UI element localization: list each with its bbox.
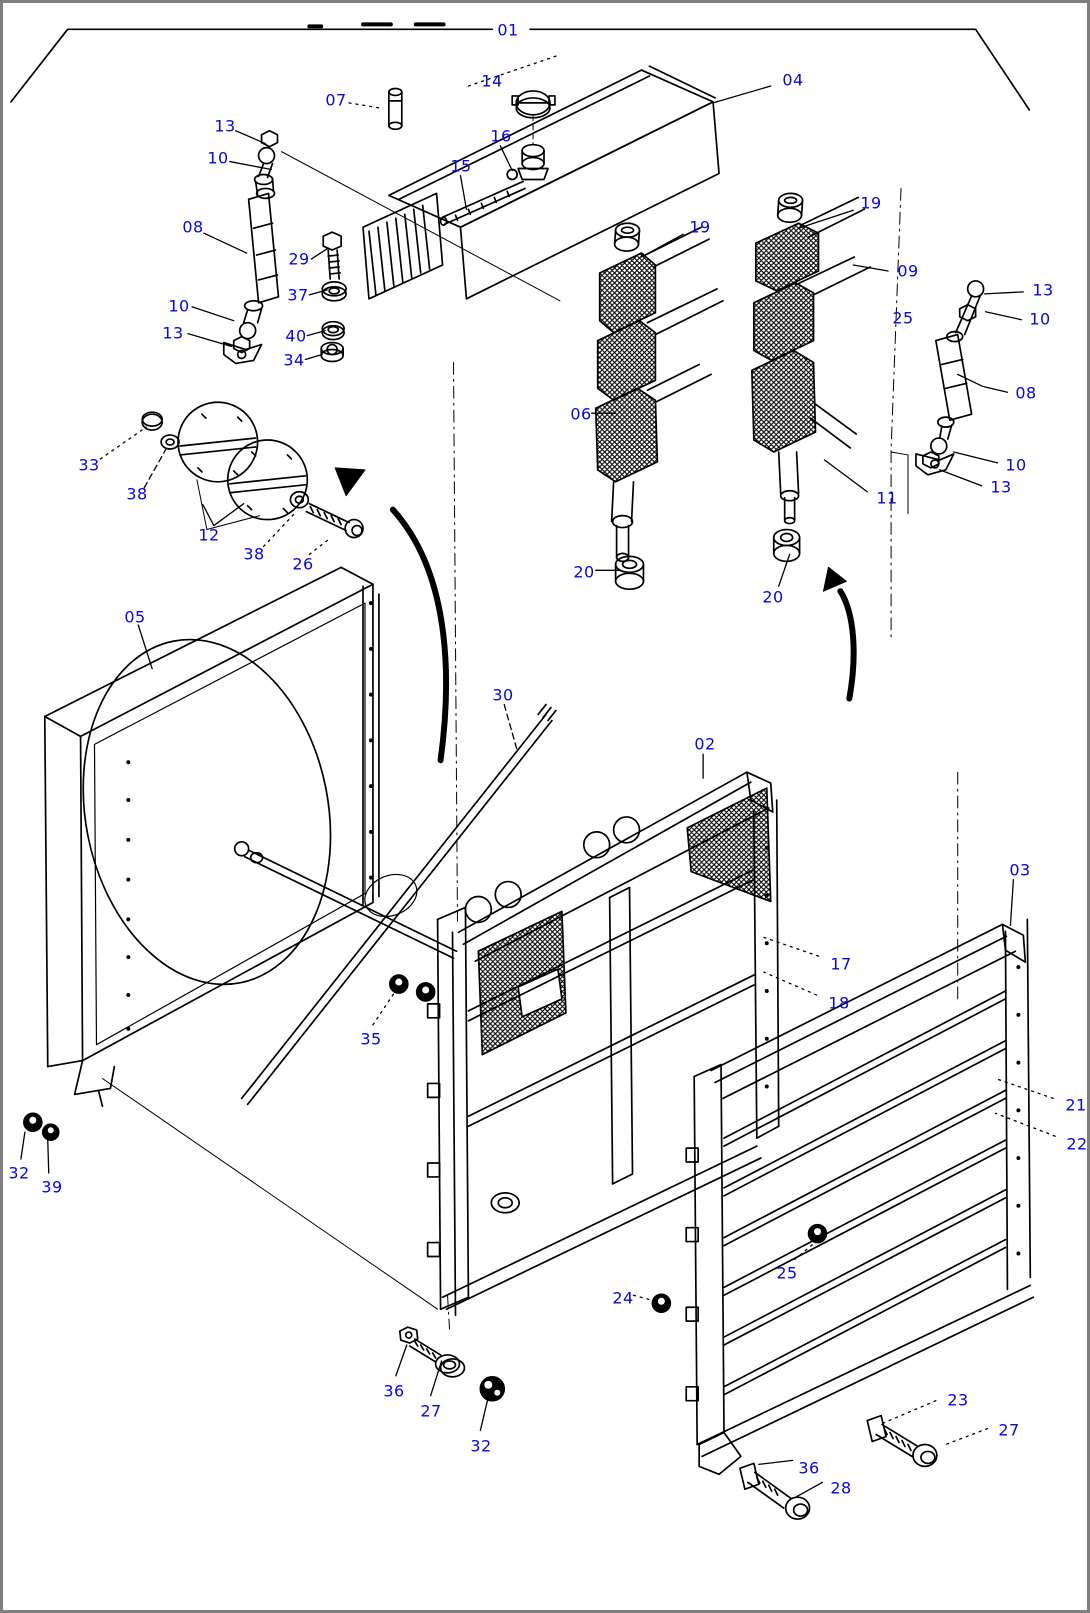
small-nuts (389, 974, 828, 1314)
overflow-pipe (439, 180, 526, 227)
mounting-plates (141, 401, 364, 539)
core-frame (426, 771, 780, 1317)
bolt-holes (126, 601, 373, 1031)
assembly-arrows (334, 467, 857, 764)
fan-shroud (43, 566, 439, 1310)
radiator-top-tank (280, 65, 720, 302)
shroud-mount-hardware (23, 1112, 60, 1141)
tie-rods (233, 703, 557, 1106)
strut-left (222, 129, 280, 365)
drawing-border (10, 22, 1031, 111)
core-assembly-left (594, 222, 724, 591)
bolt-stack-left (320, 231, 347, 363)
filler-neck (506, 143, 549, 181)
tube-part-07 (388, 87, 403, 131)
core-assembly-right (751, 192, 872, 563)
leader-lines (20, 55, 1056, 1498)
guard-frame (685, 918, 1035, 1476)
alignment-lines (447, 187, 959, 1330)
bottom-bolts (398, 1326, 938, 1520)
filler-cap (511, 90, 556, 146)
strut-right (890, 280, 985, 515)
diagram-canvas (10, 22, 1056, 1520)
